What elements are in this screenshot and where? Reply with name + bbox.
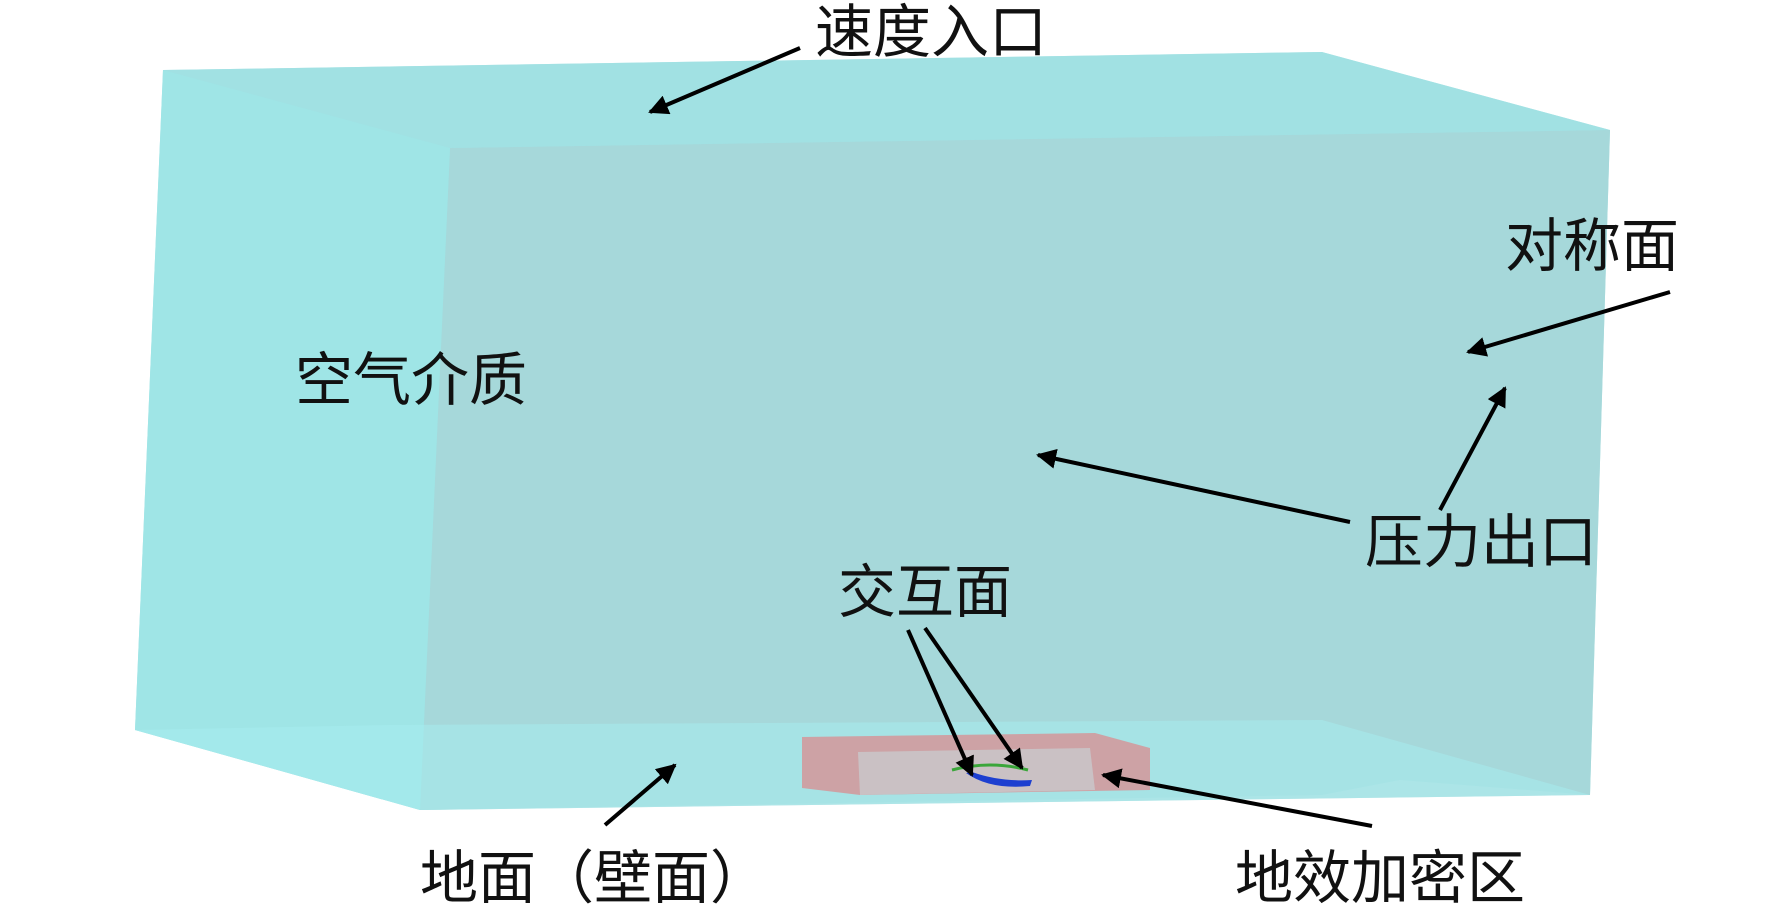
label-air-medium: 空气介质 [295, 346, 527, 414]
arrows [603, 46, 1671, 828]
arrow-interface-1 [906, 629, 974, 777]
refinement-region [802, 733, 1150, 795]
domain-side-face [135, 70, 450, 810]
arrow-velocity-inlet [648, 46, 801, 115]
label-ground-effect-refinement: 地效加密区 [1235, 844, 1525, 912]
arrow-pressure-outlet-up [1438, 386, 1507, 511]
label-pressure-outlet: 压力出口 [1365, 508, 1597, 576]
label-interface: 交互面 [838, 558, 1012, 626]
domain-top-face [163, 52, 1610, 148]
aircraft-model [966, 772, 1032, 787]
arrow-refinement [1101, 768, 1373, 828]
arrow-pressure-outlet-left [1036, 449, 1351, 524]
arrow-interface-2 [923, 626, 1024, 770]
label-ground-wall: 地面（壁面） [420, 844, 768, 912]
refinement-box-inner [858, 748, 1095, 795]
computational-domain [135, 52, 1610, 810]
label-velocity-inlet: 速度入口 [815, 0, 1047, 66]
arrow-symmetry-plane [1466, 290, 1671, 357]
label-symmetry-plane: 对称面 [1505, 212, 1679, 280]
domain-back-face [420, 130, 1610, 810]
arrow-ground [603, 763, 677, 827]
